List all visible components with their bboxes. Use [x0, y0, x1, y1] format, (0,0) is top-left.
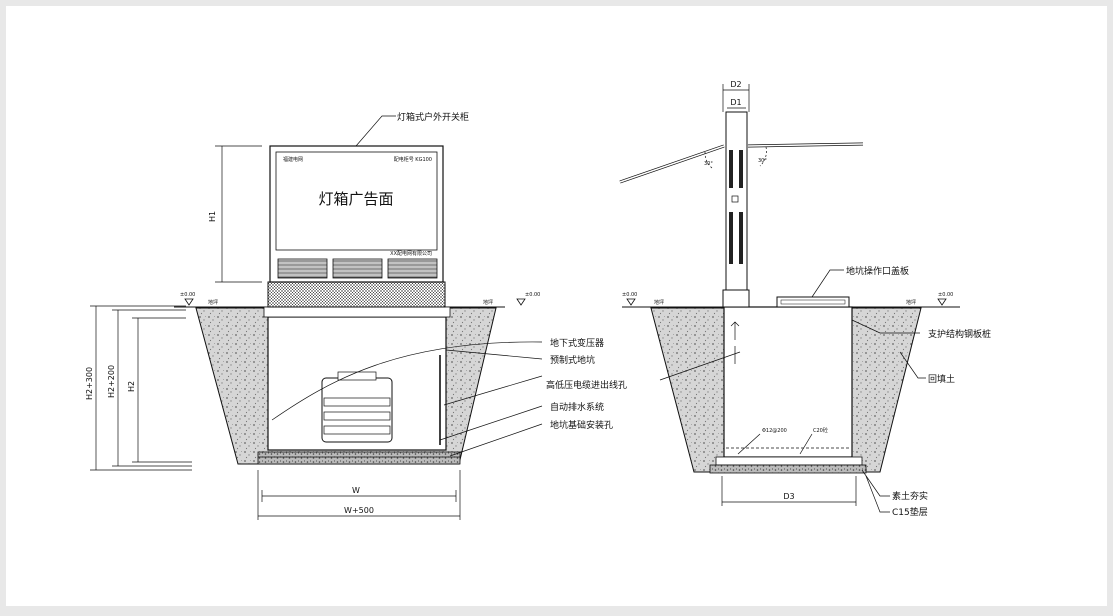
operation-hole-cover — [776, 296, 850, 308]
paper — [6, 6, 1107, 606]
vent-grille-2 — [332, 258, 383, 279]
right-level-marker-right: ±0.00 — [938, 292, 953, 298]
callout-leader-drain — [439, 405, 543, 441]
callout-precast-pit: 预制式地坑 — [550, 354, 595, 366]
panel-small-right: 配电柜号 KG100 — [394, 156, 432, 163]
right-precast-pit — [723, 306, 853, 458]
left-foundation-base — [257, 451, 461, 465]
cover-leader — [811, 269, 844, 298]
cabinet-base — [267, 281, 446, 308]
callout-sheet-pile: 支护结构钢板桩 — [928, 328, 991, 340]
callout-foundation-hole: 地坑基础安装孔 — [550, 419, 613, 431]
dim-d1: D1 — [730, 98, 741, 107]
cabinet-label: 灯箱式户外开关柜 — [397, 111, 469, 123]
rebar-leader — [737, 433, 761, 455]
callout-leader-foundation — [449, 423, 543, 457]
callout-backfill: 回填土 — [928, 373, 955, 385]
dim-w: W — [352, 486, 360, 495]
compaction-leader — [861, 469, 890, 497]
vent-grille-3 — [387, 258, 438, 279]
dim-h2: H2 — [127, 381, 136, 392]
lightbox-panel — [275, 151, 438, 251]
lightbox-cabinet: 灯箱广告面 福建电网 配电柜号 KG100 XX配电网有限公司 — [267, 145, 446, 308]
right-level-marker-left: ±0.00 — [622, 292, 637, 298]
left-level-marker: ±0.00 — [180, 292, 195, 298]
callout-transformer: 地下式变压器 — [550, 337, 604, 349]
left-elevation-view: 灯箱广告面 福建电网 配电柜号 KG100 XX配电网有限公司 灯箱式户外开关柜… — [85, 111, 627, 520]
panel-main-text: 灯箱广告面 — [318, 190, 393, 208]
left-ground-label-right: 地坪 — [483, 299, 493, 306]
callout-leader-pit — [445, 349, 543, 360]
right-section-view: 30° 30° D2 D1 D3 ±0.00 地坪 ±0.00 地坪 Φ12@2… — [619, 80, 991, 518]
sheet-pile-leader — [851, 319, 920, 334]
panel-small-bottom: XX配电网有限公司 — [390, 250, 432, 257]
callout-cable-hole: 高低压电缆进出线孔 — [546, 379, 627, 391]
cable-hole-leader — [659, 351, 741, 381]
left-level-marker-right: ±0.00 — [525, 292, 540, 298]
callout-drainage: 自动排水系统 — [550, 401, 604, 413]
callout-c15: C15垫层 — [892, 506, 928, 518]
cable-arrows — [730, 321, 740, 364]
backfill-leader — [899, 351, 926, 379]
right-ground-label-left: 地坪 — [654, 299, 664, 306]
dim-h2-300: H2+300 — [85, 367, 94, 400]
right-ground-label-right: 地坪 — [906, 299, 916, 306]
dim-d2: D2 — [730, 80, 741, 89]
right-concrete-slab — [715, 456, 863, 466]
angle-right: 30° — [758, 158, 767, 164]
left-pit-top-slab — [263, 306, 451, 318]
rebar-label: Φ12@200 — [762, 428, 787, 434]
cabinet-label-leader — [355, 115, 396, 147]
left-ground-label: 地坪 — [208, 299, 218, 306]
column-base — [722, 289, 750, 308]
angle-left: 30° — [704, 161, 713, 167]
callout-leader-cable — [443, 375, 543, 406]
c15-leader — [865, 475, 890, 513]
vent-grille-1 — [277, 258, 328, 279]
concrete-leader — [799, 433, 813, 455]
right-gravel-base — [709, 464, 867, 474]
panel-small-left: 福建电网 — [283, 156, 303, 163]
concrete-label: C20砼 — [813, 427, 828, 434]
dim-d3: D3 — [783, 492, 794, 501]
underground-transformer — [321, 371, 393, 443]
callout-cover: 地坑操作口盖板 — [846, 265, 909, 277]
callout-compaction: 素土夯实 — [892, 490, 928, 502]
dim-h1: H1 — [208, 211, 217, 222]
callout-leader-transformer — [271, 341, 543, 421]
dim-h2-200: H2+200 — [107, 365, 116, 398]
dim-w500: W+500 — [344, 506, 374, 515]
